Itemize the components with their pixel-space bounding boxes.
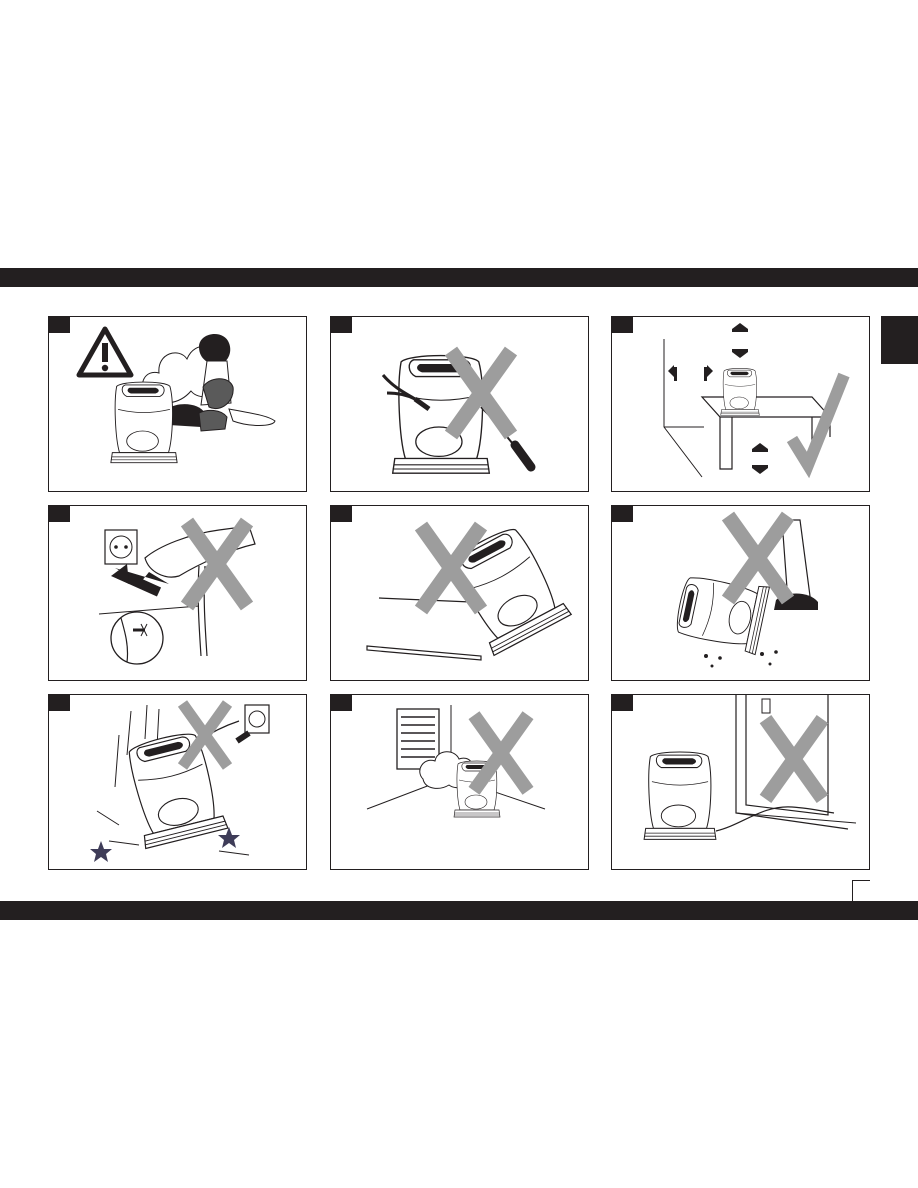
warning-triangle-icon: [79, 329, 131, 375]
bottom-band: [0, 901, 918, 920]
panel-9: [611, 694, 870, 870]
panel-4: [48, 505, 307, 681]
cross-mark-icon: [474, 715, 528, 791]
panel-8: [330, 694, 589, 870]
panel-1: [48, 316, 307, 492]
page-number-corner: [852, 880, 870, 901]
panel-7: [48, 694, 307, 870]
wall-socket-icon: [105, 530, 137, 564]
cross-mark-icon: [728, 516, 788, 600]
panel-1-illustration: [49, 317, 307, 492]
panel-3-illustration: [612, 317, 870, 492]
water-splash-icon: [704, 650, 778, 667]
humidifier-icon: [721, 368, 760, 415]
panel-2: [330, 316, 589, 492]
panel-7-illustration: [49, 695, 307, 870]
humidifier-icon: [644, 752, 716, 839]
panel-4-illustration: [49, 506, 307, 681]
humidifier-icon: [673, 570, 770, 655]
panel-6: [611, 505, 870, 681]
check-mark-icon: [792, 375, 844, 465]
panel-8-illustration: [331, 695, 589, 870]
panel-9-illustration: [612, 695, 870, 870]
damaged-cord-icon: [99, 606, 199, 664]
cross-mark-icon: [766, 719, 823, 799]
panel-5-illustration: [331, 506, 589, 681]
panel-6-illustration: [612, 506, 870, 681]
top-band: [0, 268, 918, 287]
panel-2-illustration: [331, 317, 589, 492]
panel-5: [330, 505, 589, 681]
humidifier-icon: [111, 382, 177, 463]
panel-3: [611, 316, 870, 492]
section-tab: [881, 316, 918, 364]
